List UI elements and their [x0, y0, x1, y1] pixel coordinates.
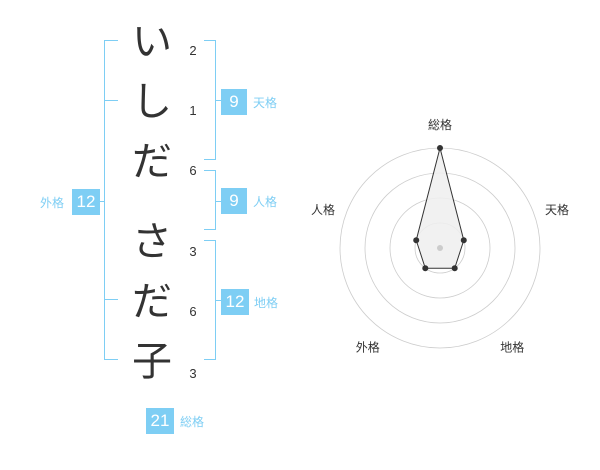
gaikaku-badge: 12: [72, 189, 100, 215]
name-char-3: だ: [132, 139, 172, 185]
gaikaku-bracket-tick-top: [104, 100, 118, 101]
tenkaku-badge: 9: [221, 89, 247, 115]
jinkaku-badge: 9: [221, 188, 247, 214]
jinkaku-bracket: [204, 170, 216, 230]
chikaku-label: 地格: [254, 296, 279, 310]
name-char-4: さ: [132, 219, 172, 265]
name-char-6: 子: [132, 339, 172, 385]
radar-axis-label-2: 天格: [545, 202, 569, 217]
gaikaku-bracket: [104, 40, 118, 360]
name-char-5: だ: [132, 279, 172, 325]
stroke-count-1: 2: [189, 43, 197, 58]
radar-point-1: [437, 145, 443, 151]
radar-center-dot: [437, 245, 443, 251]
jinkaku-label: 人格: [253, 195, 278, 209]
name-char-2: し: [132, 79, 172, 125]
jinkaku-connector: [216, 201, 222, 202]
stroke-count-3: 6: [189, 163, 197, 178]
radar-polygon: [415, 147, 465, 269]
chikaku-connector: [216, 300, 222, 301]
radar-point-3: [451, 265, 458, 272]
gaikaku-connector: [98, 201, 104, 202]
stroke-count-4: 3: [189, 244, 197, 259]
radar-point-5: [413, 237, 420, 244]
tenkaku-label: 天格: [253, 96, 278, 110]
radar-axis-label-5: 人格: [311, 202, 335, 217]
soukaku-badge: 21: [146, 408, 174, 434]
stroke-count-6: 3: [189, 366, 197, 381]
chikaku-badge: 12: [221, 289, 249, 315]
stroke-count-5: 6: [189, 304, 197, 319]
radar-axis-label-1: 総格: [428, 117, 452, 132]
chikaku-bracket: [204, 240, 216, 360]
stroke-count-2: 1: [189, 103, 197, 118]
gaikaku-label: 外格: [40, 196, 65, 210]
radar-point-2: [460, 237, 467, 244]
tenkaku-bracket: [204, 40, 216, 160]
radar-axis-label-3: 地格: [500, 340, 524, 355]
radar-axis-label-4: 外格: [356, 340, 380, 355]
radar-point-4: [422, 265, 429, 272]
gaikaku-bracket-tick-bottom: [104, 299, 118, 300]
soukaku-label: 総格: [180, 415, 205, 429]
name-char-1: い: [132, 19, 172, 65]
tenkaku-connector: [216, 100, 222, 101]
